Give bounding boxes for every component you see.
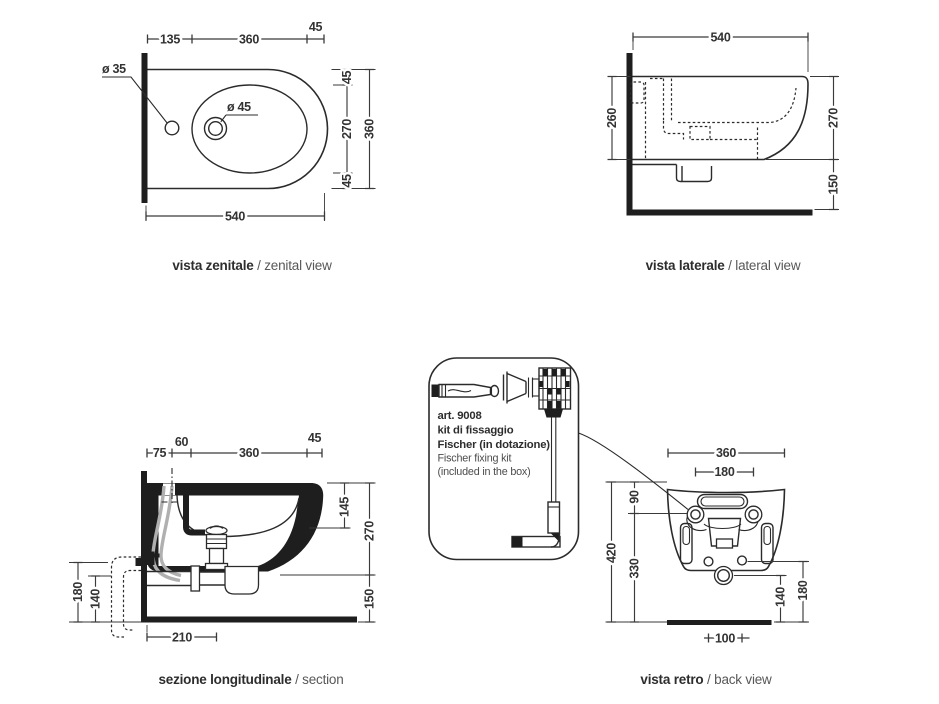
lateral-view: 540 260 270 150 bbox=[603, 28, 843, 216]
back-view: 360 180 420 90 330 140 180 100 bbox=[602, 444, 813, 648]
back-details bbox=[679, 493, 774, 586]
tap-hole bbox=[164, 120, 180, 136]
zenital-view: 135 360 45 ø 35 ø 45 45 270 45 360 540 bbox=[100, 18, 380, 226]
bidet-back-outline bbox=[666, 488, 786, 572]
interior-cavity bbox=[158, 495, 299, 566]
dim-140: 140 bbox=[774, 587, 788, 607]
dim-100: 100 bbox=[715, 631, 735, 645]
drain-hole-outer bbox=[203, 116, 228, 141]
dim-75: 75 bbox=[153, 446, 167, 460]
dim-150: 150 bbox=[827, 174, 841, 194]
dim-drain-dia: ø 45 bbox=[227, 100, 251, 114]
dim-180-top: 180 bbox=[715, 465, 735, 479]
wall-plug-drawing bbox=[431, 383, 500, 398]
zenital-leaders bbox=[102, 76, 258, 124]
dim-360-right: 360 bbox=[363, 119, 377, 139]
bidet-profile bbox=[632, 75, 809, 161]
dim-270: 270 bbox=[363, 521, 377, 541]
dim-260: 260 bbox=[605, 108, 619, 128]
dim-180-left: 180 bbox=[71, 582, 85, 602]
dim-540-bottom: 540 bbox=[225, 209, 245, 223]
lateral-details bbox=[629, 77, 797, 183]
dim-360: 360 bbox=[239, 446, 259, 460]
caption-sep: / bbox=[703, 672, 715, 687]
wall-bar bbox=[141, 53, 148, 203]
dim-45: 45 bbox=[308, 431, 322, 445]
caption-zenital-en: zenital view bbox=[264, 258, 332, 273]
dim-210: 210 bbox=[172, 630, 192, 644]
caption-sezione: sezione longitudinale / section bbox=[158, 672, 343, 687]
dim-90: 90 bbox=[628, 490, 642, 504]
dim-hole-dia: ø 35 bbox=[102, 62, 126, 76]
zenital-dimensions: 135 360 45 ø 35 ø 45 45 270 45 360 540 bbox=[100, 18, 380, 226]
dim-270-right: 270 bbox=[340, 119, 354, 139]
dim-420: 420 bbox=[605, 543, 619, 563]
caption-zenital-it: vista zenitale bbox=[172, 258, 254, 273]
dim-330: 330 bbox=[628, 558, 642, 578]
caption-retro-it: vista retro bbox=[640, 672, 704, 687]
leader-line bbox=[578, 432, 689, 510]
dim-45-top: 45 bbox=[309, 20, 323, 34]
caption-sep: / bbox=[724, 258, 736, 273]
dim-360-top: 360 bbox=[239, 32, 259, 46]
kit-text: art. 9008 kit di fissaggio Fischer (in d… bbox=[438, 410, 551, 478]
caption-sezione-en: section bbox=[302, 672, 344, 687]
caption-laterale: vista laterale / lateral view bbox=[646, 258, 801, 273]
caption-laterale-en: lateral view bbox=[735, 258, 801, 273]
dim-145: 145 bbox=[338, 497, 352, 517]
kit-name-en: Fischer fixing kit bbox=[438, 453, 512, 465]
dim-60: 60 bbox=[175, 435, 189, 449]
dim-45-right-bottom: 45 bbox=[340, 174, 354, 188]
dim-150: 150 bbox=[363, 589, 377, 609]
floor-bar bbox=[626, 209, 813, 216]
dim-140-left: 140 bbox=[89, 589, 103, 609]
kit-brand-it: Fischer (in dotazione) bbox=[438, 439, 551, 451]
caption-laterale-it: vista laterale bbox=[645, 258, 725, 273]
caption-sep: / bbox=[253, 258, 265, 273]
dim-270: 270 bbox=[827, 108, 841, 128]
dim-180-right: 180 bbox=[796, 580, 810, 600]
section-view: 75 60 360 45 180 140 145 270 150 210 bbox=[69, 429, 380, 647]
kit-note-en: (included in the box) bbox=[438, 466, 531, 478]
screw-drawing bbox=[502, 367, 572, 548]
drain-hole-inner bbox=[207, 120, 223, 136]
lateral-dimensions: 540 260 270 150 bbox=[603, 28, 843, 211]
bidet-outline bbox=[147, 68, 329, 190]
dim-45-right-top: 45 bbox=[340, 71, 354, 85]
section-dimensions: 75 60 360 45 180 140 145 270 150 210 bbox=[69, 429, 380, 647]
caption-retro-en: back view bbox=[714, 672, 772, 687]
kit-name-it: kit di fissaggio bbox=[438, 425, 514, 437]
rim-notch bbox=[163, 483, 175, 495]
fixing-kit-box: art. 9008 kit di fissaggio Fischer (in d… bbox=[428, 357, 689, 561]
wall-bar bbox=[141, 471, 147, 622]
caption-zenital: vista zenitale / zenital view bbox=[172, 258, 331, 273]
back-dimensions: 360 180 420 90 330 140 180 100 bbox=[602, 444, 813, 648]
kit-article-number: art. 9008 bbox=[438, 410, 482, 422]
floor-bar bbox=[141, 616, 357, 623]
dim-540: 540 bbox=[711, 30, 731, 44]
basin-oval bbox=[191, 84, 308, 174]
section-details bbox=[110, 468, 260, 638]
caption-sep: / bbox=[291, 672, 303, 687]
caption-sezione-it: sezione longitudinale bbox=[158, 672, 292, 687]
dim-360: 360 bbox=[716, 446, 736, 460]
dim-135: 135 bbox=[160, 32, 180, 46]
wall-bar bbox=[626, 53, 633, 215]
caption-retro: vista retro / back view bbox=[640, 672, 771, 687]
floor-bar bbox=[667, 620, 772, 625]
